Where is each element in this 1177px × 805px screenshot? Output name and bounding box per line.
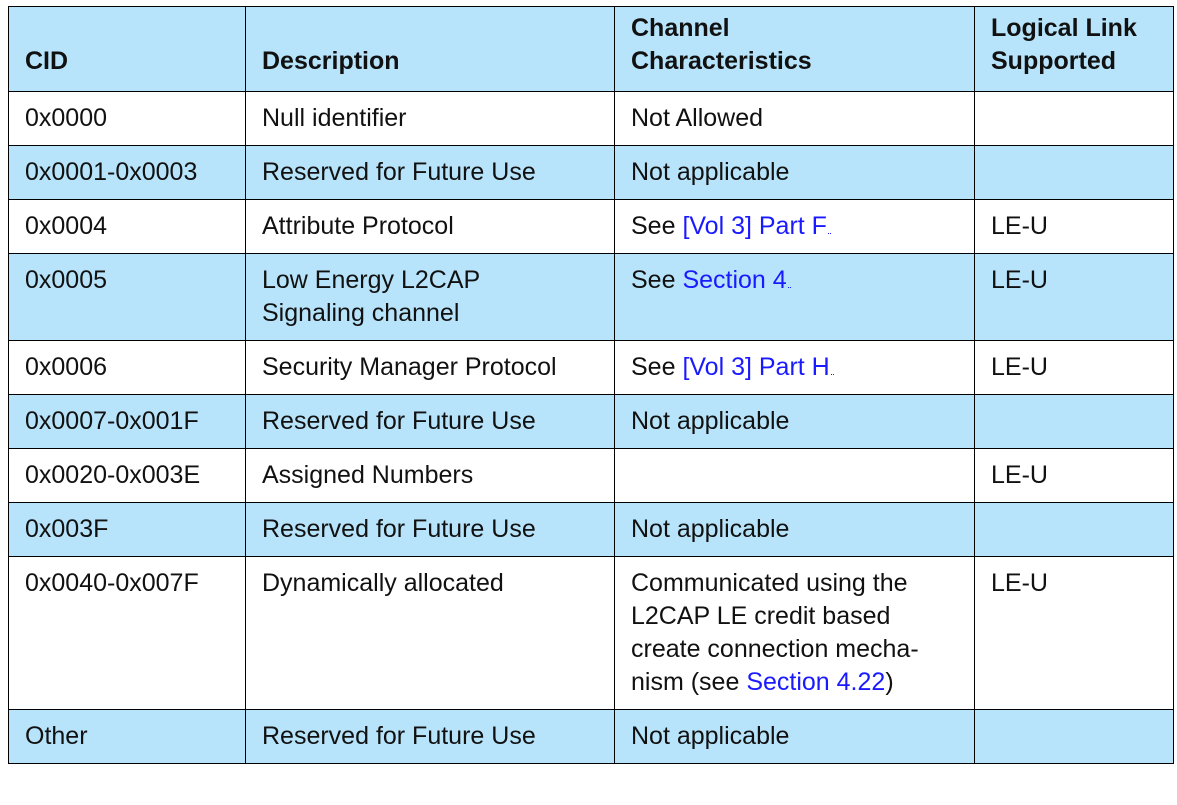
channel-line3: create connection mecha- [631,635,919,663]
logical-link-cell [974,709,1174,764]
cid-cell: 0x0007-0x001F [8,394,246,449]
cid-cell: 0x0005 [8,253,246,341]
logical-link-cell: LE-U [974,199,1174,254]
channel-cell: See [Vol 3] Part F [614,199,975,254]
section-4-link[interactable]: Section 4 [682,266,787,294]
table-row: 0x0006 Security Manager Protocol See [Vo… [8,340,1174,395]
vol3-part-f-link[interactable]: [Vol 3] Part F [682,212,827,240]
table-row: 0x0001-0x0003 Reserved for Future Use No… [8,145,1174,200]
description-cell: Assigned Numbers [245,448,615,503]
channel-prefix: See [631,266,683,294]
channel-cell [614,448,975,503]
cid-cell: 0x0001-0x0003 [8,145,246,200]
channel-cell: See [Vol 3] Part H [614,340,975,395]
logical-link-cell [974,91,1174,146]
table-body: 0x0000 Null identifier Not Allowed 0x000… [8,91,1174,764]
header-channel-line2: Characteristics [631,47,812,75]
channel-line4-prefix: nism (see [631,668,747,696]
table-header: CID Description Channel Characteristics … [8,6,1174,92]
channel-cell: Communicated using the L2CAP LE credit b… [614,556,975,710]
header-row: CID Description Channel Characteristics … [8,6,1174,92]
channel-line2: L2CAP LE credit based [631,602,891,630]
cid-cell: 0x0004 [8,199,246,254]
channel-line1: Communicated using the [631,569,908,597]
description-line2: Signaling channel [262,299,460,327]
description-cell: Attribute Protocol [245,199,615,254]
logical-link-cell [974,502,1174,557]
header-channel-line1: Channel [631,14,730,42]
channel-prefix: See [631,353,683,381]
table-row: 0x0020-0x003E Assigned Numbers LE-U [8,448,1174,503]
logical-link-cell: LE-U [974,556,1174,710]
cid-cell: 0x0020-0x003E [8,448,246,503]
table-row: 0x0000 Null identifier Not Allowed [8,91,1174,146]
logical-link-cell: LE-U [974,448,1174,503]
cid-cell: 0x0040-0x007F [8,556,246,710]
channel-cell: Not applicable [614,502,975,557]
channel-cell: Not applicable [614,709,975,764]
description-cell: Reserved for Future Use [245,394,615,449]
table-row: 0x003F Reserved for Future Use Not appli… [8,502,1174,557]
table-row: Other Reserved for Future Use Not applic… [8,709,1174,764]
vol3-part-h-link[interactable]: [Vol 3] Part H [682,353,830,381]
channel-cell: Not applicable [614,394,975,449]
table-row: 0x0007-0x001F Reserved for Future Use No… [8,394,1174,449]
header-channel-characteristics: Channel Characteristics [614,6,975,92]
channel-cell: Not applicable [614,145,975,200]
channel-cell: See Section 4 [614,253,975,341]
description-cell: Reserved for Future Use [245,502,615,557]
cid-table: CID Description Channel Characteristics … [8,6,1174,764]
link-marker [787,287,791,288]
channel-cell: Not Allowed [614,91,975,146]
section-4-22-link[interactable]: Section 4.22 [746,668,886,696]
description-cell: Null identifier [245,91,615,146]
link-marker [830,374,834,375]
header-description-label: Description [262,47,400,75]
cid-cell: 0x0006 [8,340,246,395]
cid-cell: 0x0000 [8,91,246,146]
table-row: 0x0040-0x007F Dynamically allocated Comm… [8,556,1174,710]
header-logical-link: Logical Link Supported [974,6,1174,92]
logical-link-cell [974,145,1174,200]
channel-prefix: See [631,212,683,240]
link-marker [827,233,831,234]
logical-link-cell: LE-U [974,253,1174,341]
table-row: 0x0005 Low Energy L2CAP Signaling channe… [8,253,1174,341]
header-logical-line1: Logical Link [991,14,1137,42]
table-row: 0x0004 Attribute Protocol See [Vol 3] Pa… [8,199,1174,254]
cid-cell: Other [8,709,246,764]
header-cid: CID [8,6,246,92]
description-line1: Low Energy L2CAP [262,266,481,294]
header-cid-label: CID [25,47,69,75]
logical-link-cell [974,394,1174,449]
description-cell: Low Energy L2CAP Signaling channel [245,253,615,341]
description-cell: Security Manager Protocol [245,340,615,395]
header-description: Description [245,6,615,92]
header-logical-line2: Supported [991,47,1116,75]
cid-cell: 0x003F [8,502,246,557]
logical-link-cell: LE-U [974,340,1174,395]
description-cell: Reserved for Future Use [245,709,615,764]
channel-line4-suffix: ) [885,668,894,696]
description-cell: Reserved for Future Use [245,145,615,200]
description-cell: Dynamically allocated [245,556,615,710]
